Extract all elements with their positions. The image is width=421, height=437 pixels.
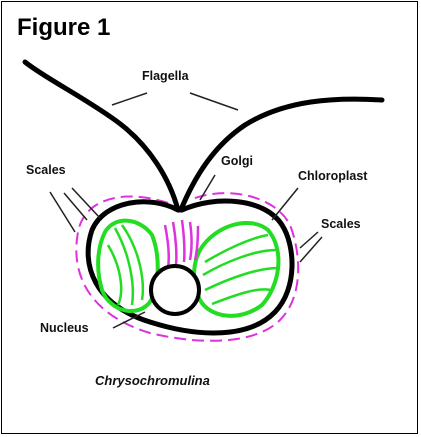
- label-scales-right: Scales: [321, 217, 361, 231]
- label-nucleus: Nucleus: [40, 321, 89, 335]
- flagellum-left: [25, 62, 178, 210]
- flagellum-right: [180, 99, 382, 212]
- label-golgi: Golgi: [221, 154, 253, 168]
- label-scales-left: Scales: [26, 163, 66, 177]
- label-flagella: Flagella: [142, 69, 190, 83]
- caption: Chrysochromulina: [95, 373, 210, 388]
- nucleus: [151, 266, 199, 314]
- label-chloroplast: Chloroplast: [298, 169, 368, 183]
